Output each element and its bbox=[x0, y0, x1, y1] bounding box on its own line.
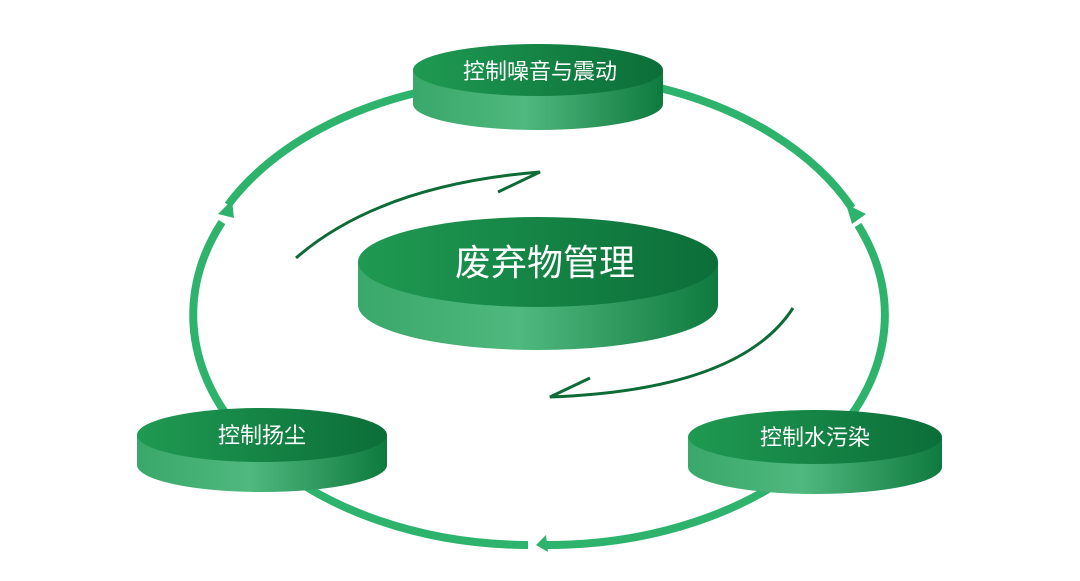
ring-segment-left-top bbox=[224, 88, 421, 208]
node-label-noise-vibration: 控制噪音与震动 bbox=[462, 60, 618, 85]
disk-left bbox=[137, 408, 387, 492]
arrowhead-bottom bbox=[536, 535, 548, 552]
arrowhead-right bbox=[846, 204, 866, 224]
center-label: 废弃物管理 bbox=[454, 243, 636, 284]
ring-arrowheads bbox=[218, 200, 866, 552]
disk-top bbox=[413, 44, 663, 130]
node-label-dust: 控制扬尘 bbox=[217, 424, 307, 449]
disk-right bbox=[688, 410, 942, 494]
inner-arrow-lower bbox=[549, 307, 795, 399]
ring-segment-top-right bbox=[659, 84, 856, 211]
inner-arrow-upper bbox=[295, 170, 541, 260]
disk-center bbox=[358, 217, 718, 350]
inner-arrows bbox=[295, 170, 795, 399]
node-label-water-pollution: 控制水污染 bbox=[759, 426, 871, 451]
arrowhead-left bbox=[218, 200, 234, 218]
